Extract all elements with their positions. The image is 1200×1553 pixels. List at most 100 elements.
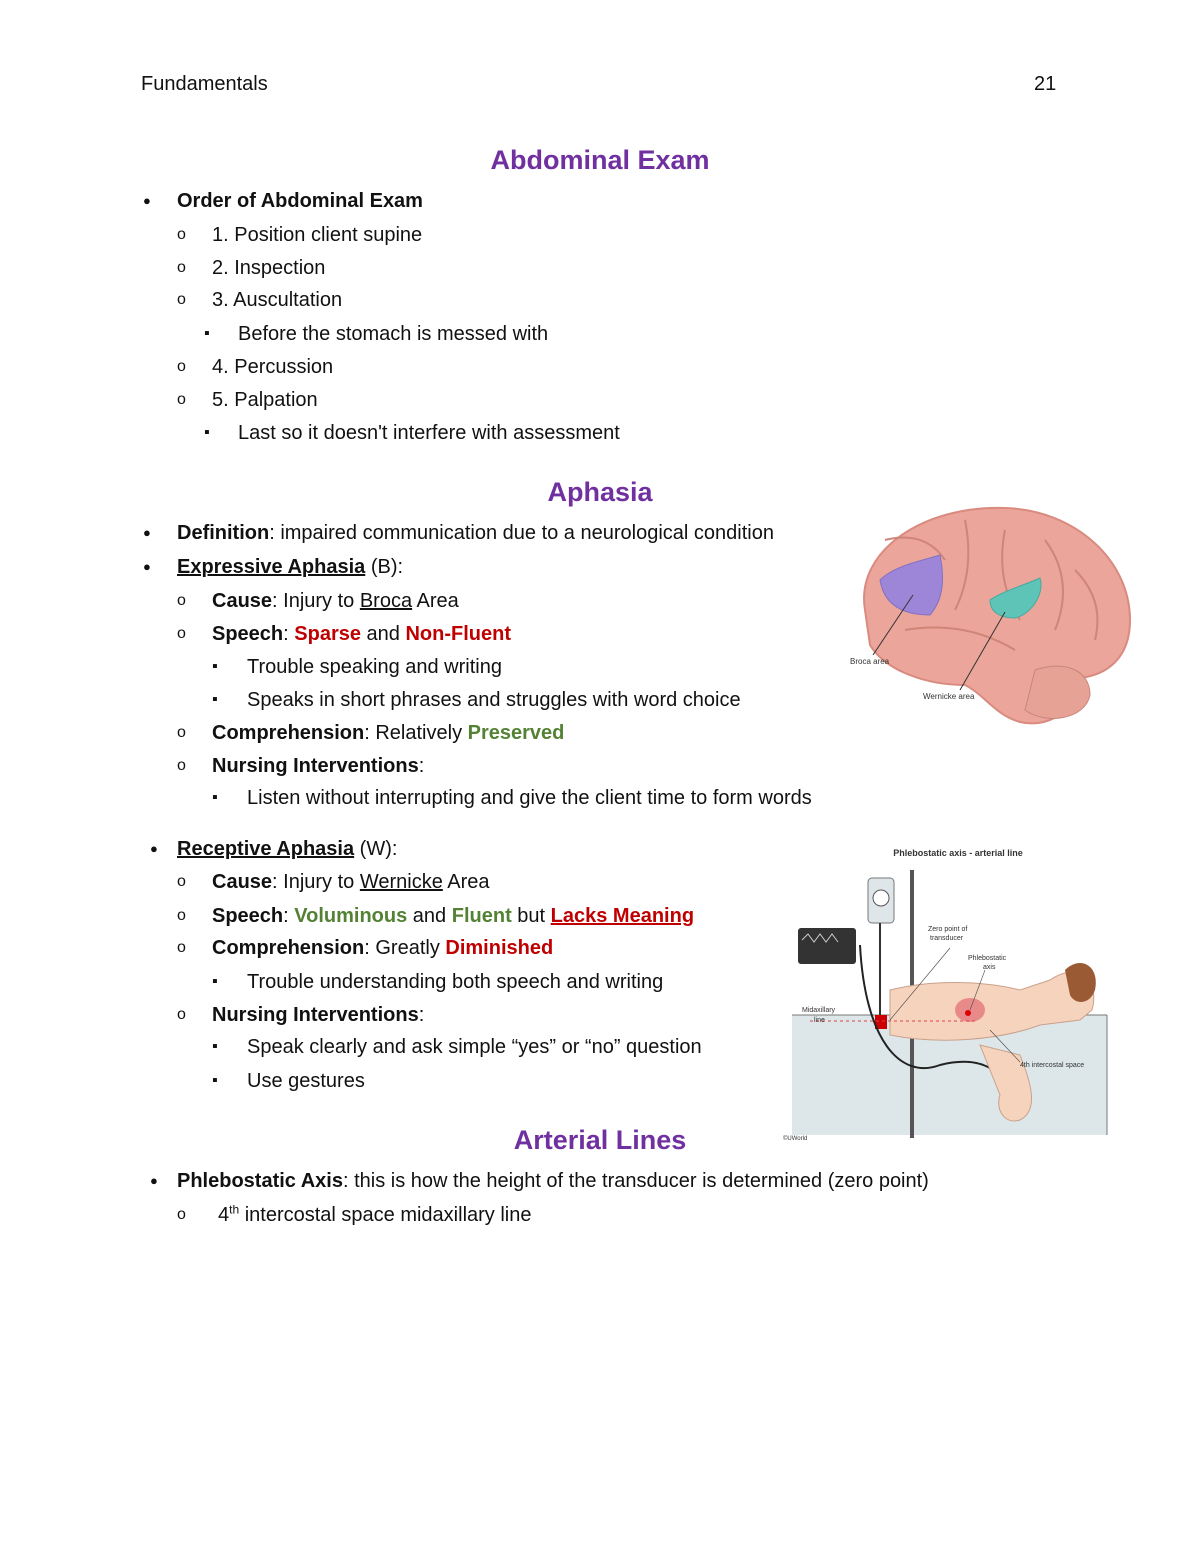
text-run: : impaired communication due to a neurol… <box>269 522 774 544</box>
text-run: : <box>418 1004 425 1026</box>
text-run: 4 <box>218 1204 230 1226</box>
text-run: : <box>418 755 425 777</box>
square-bullet-icon: ▪ <box>212 658 218 675</box>
circle-bullet-icon: o <box>177 757 186 774</box>
text-run: th <box>229 1202 240 1217</box>
list-item-text: Last so it doesn't interfere with assess… <box>238 420 620 446</box>
text-run: 4. Percussion <box>212 356 334 378</box>
heading-arterial-lines: Arterial Lines <box>513 1125 687 1155</box>
text-run: Receptive Aphasia <box>177 838 355 860</box>
broca-area-label: Broca area <box>850 657 890 666</box>
text-run: Phlebostatic Axis <box>177 1170 343 1192</box>
arterial-line-diagram: Phlebostatic axis - arterial line Zero p… <box>783 848 1108 1142</box>
list-item-text: Order of Abdominal Exam <box>177 188 423 214</box>
text-run: 1. Position client supine <box>212 224 423 246</box>
text-run: Trouble speaking and writing <box>247 656 502 678</box>
circle-bullet-icon: o <box>177 724 186 741</box>
header-title: Fundamentals <box>141 73 268 95</box>
bullet-icon: ● <box>143 193 151 208</box>
circle-bullet-icon: o <box>177 1206 186 1223</box>
line-label: line <box>814 1017 825 1024</box>
text-run: Use gestures <box>247 1070 365 1092</box>
list-item-text: 2. Inspection <box>212 255 325 281</box>
text-run: Last so it doesn't interfere with assess… <box>238 422 620 444</box>
bullet-icon: ● <box>150 841 158 856</box>
bullet-icon: ● <box>143 525 151 540</box>
heading-abdominal-exam: Abdominal Exam <box>490 145 710 175</box>
list-item-text: 4. Percussion <box>212 354 333 380</box>
text-run: Area <box>442 871 490 893</box>
list-item-text: Nursing Interventions: <box>212 753 424 779</box>
text-run: : Injury to <box>272 590 360 612</box>
circle-bullet-icon: o <box>177 592 186 609</box>
text-run: 3. Auscultation <box>212 289 343 311</box>
text-run: Speaks in short phrases and struggles wi… <box>247 689 741 711</box>
circle-bullet-icon: o <box>177 358 186 375</box>
phlebostatic-label: Phlebostatic <box>968 955 1007 962</box>
text-run: (W): <box>354 838 398 860</box>
text-run: and <box>407 905 452 927</box>
credit-label: ©UWorld <box>783 1135 807 1142</box>
list-item-text: Cause: Injury to Broca Area <box>212 588 459 614</box>
text-run: Nursing Interventions <box>212 755 419 777</box>
list-item-text: 1. Position client supine <box>212 222 422 248</box>
wernicke-area-label: Wernicke area <box>923 692 975 701</box>
list-item-text: Speak clearly and ask simple “yes” or “n… <box>247 1034 702 1060</box>
list-item-text: Nursing Interventions: <box>212 1002 424 1028</box>
circle-bullet-icon: o <box>177 907 186 924</box>
text-run: Area <box>412 590 459 612</box>
list-item-text: Comprehension: Greatly Diminished <box>212 935 553 961</box>
list-item-text: 4th intercostal space midaxillary line <box>218 1202 531 1228</box>
text-run: : <box>283 623 295 645</box>
text-run: but <box>511 905 551 927</box>
text-run: Sparse <box>294 623 361 645</box>
list-item-text: Phlebostatic Axis: this is how the heigh… <box>177 1168 929 1194</box>
text-run: : this is how the height of the transduc… <box>342 1170 929 1192</box>
text-run: Before the stomach is messed with <box>238 323 549 345</box>
text-run: Fluent <box>451 905 512 927</box>
circle-bullet-icon: o <box>177 391 186 408</box>
list-item-text: Comprehension: Relatively Preserved <box>212 720 564 746</box>
text-run: Order of Abdominal Exam <box>177 190 423 212</box>
circle-bullet-icon: o <box>177 625 186 642</box>
text-run: : Injury to <box>272 871 360 893</box>
text-run: : Relatively <box>364 722 468 744</box>
list-item-text: Use gestures <box>247 1068 365 1094</box>
heading-aphasia: Aphasia <box>547 477 653 507</box>
intercostal-label: 4th intercostal space <box>1020 1062 1084 1069</box>
bullet-icon: ● <box>143 559 151 574</box>
transducer-label: transducer <box>930 935 964 942</box>
square-bullet-icon: ▪ <box>212 973 218 990</box>
text-run: Preserved <box>467 722 565 744</box>
circle-bullet-icon: o <box>177 1006 186 1023</box>
circle-bullet-icon: o <box>177 939 186 956</box>
square-bullet-icon: ▪ <box>212 1072 218 1089</box>
list-item-text: Trouble understanding both speech and wr… <box>247 969 663 995</box>
text-run: intercostal space midaxillary line <box>239 1204 532 1226</box>
text-run: 2. Inspection <box>212 257 326 279</box>
page-number: 21 <box>1034 73 1057 95</box>
text-run: Voluminous <box>294 905 408 927</box>
text-run: Speak clearly and ask simple “yes” or “n… <box>247 1036 702 1058</box>
square-bullet-icon: ▪ <box>204 424 210 441</box>
text-run: Wernicke <box>359 871 443 893</box>
text-run: : Greatly <box>364 937 446 959</box>
text-run: Nursing Interventions <box>212 1004 419 1026</box>
text-run: Comprehension <box>212 722 365 744</box>
text-run: Lacks Meaning <box>550 905 695 927</box>
text-run: and <box>361 623 406 645</box>
figure-title: Phlebostatic axis - arterial line <box>893 848 1023 858</box>
text-run: Cause <box>212 871 273 893</box>
square-bullet-icon: ▪ <box>212 789 218 806</box>
text-run: Speech <box>212 623 284 645</box>
list-item-text: 3. Auscultation <box>212 287 342 313</box>
list-item-text: Speech: Voluminous and Fluent but Lacks … <box>212 903 694 929</box>
list-item-text: Speech: Sparse and Non-Fluent <box>212 621 511 647</box>
circle-bullet-icon: o <box>177 259 186 276</box>
list-item-text: Listen without interrupting and give the… <box>247 785 812 811</box>
list-item-text: Speaks in short phrases and struggles wi… <box>247 687 741 713</box>
list-item-text: Trouble speaking and writing <box>247 654 502 680</box>
list-item-text: 5. Palpation <box>212 387 318 413</box>
list-item-text: Expressive Aphasia (B): <box>177 554 403 580</box>
bullet-icon: ● <box>150 1173 158 1188</box>
